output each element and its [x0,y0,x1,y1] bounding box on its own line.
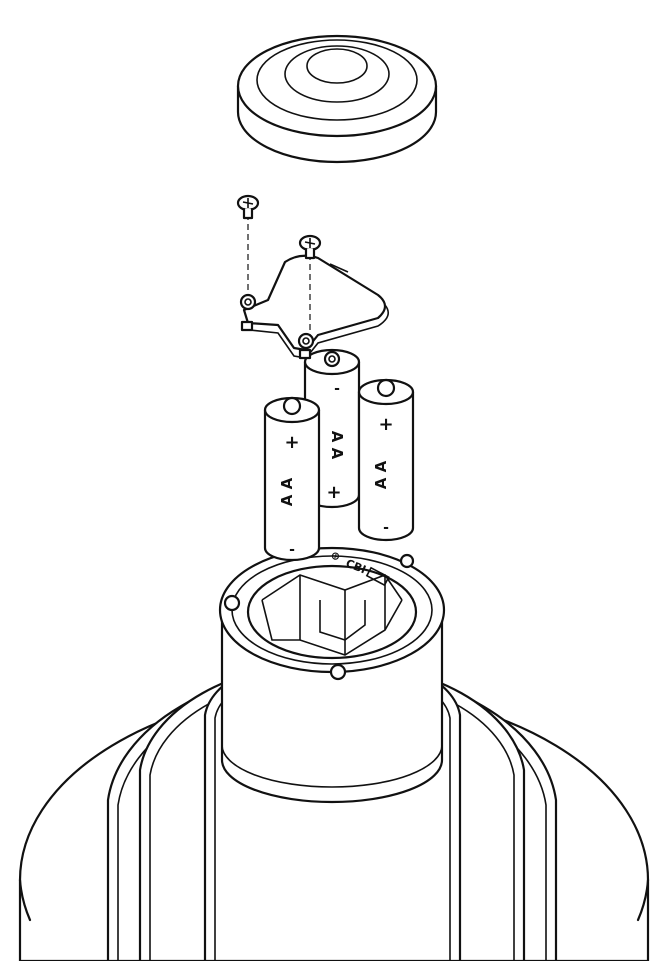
compartment-cell-floor [261,599,403,656]
battery-right-terminal [376,378,396,398]
bracket-plate [242,254,387,352]
lid-ring-middle [284,45,390,103]
battery-left-type: A A [278,477,296,506]
bracket-hole-left [239,293,257,311]
compartment-screw-left [223,594,241,612]
base-outer-edge [18,878,32,922]
compartment-opening [246,564,418,660]
battery-middle-type: A A [328,431,346,460]
bracket-hole-right [297,332,315,350]
compartment-screw-front [329,663,347,681]
bracket-rivet-left [240,320,254,332]
lid-ring-inner [306,48,368,84]
battery-middle-plus: + [326,482,341,503]
compartment-screw-right [399,553,415,569]
battery-left-terminal [282,396,302,416]
AA-battery-left: + A A - [263,396,321,562]
base-outer-edge-right [636,878,650,922]
compartment-symbol: ⊕ [329,548,342,563]
screw-right-shank [304,247,316,260]
screw-left-slot-icon [242,198,254,208]
bracket-rivet-right [298,348,312,360]
screw-right-slot-icon [304,238,316,248]
screw-left-shank [242,207,254,220]
bracket-plate-thickness [247,304,390,359]
AA-battery-right: + A A - [357,378,415,542]
battery-symbol-icon [365,566,390,587]
lid-top [236,34,438,138]
battery-compartment: ⊕ CBI [218,546,446,804]
battery-bracket [239,254,390,360]
lid-cap [236,34,438,164]
battery-right-type: A A [372,460,390,489]
battery-right-plus: + [378,414,393,435]
mounting-screw-right [298,234,322,335]
battery-middle-minus: - [334,381,340,397]
lid-ring-outer [256,39,418,121]
battery-left-minus: - [289,542,295,558]
battery-middle-terminal [323,350,341,368]
compartment-lower-band [221,744,443,788]
battery-right-minus: - [383,520,389,536]
bracket-tab [329,263,349,273]
compartment-center-cell [319,600,366,641]
battery-left-plus: + [284,432,299,453]
mounting-screw-left [236,194,260,296]
